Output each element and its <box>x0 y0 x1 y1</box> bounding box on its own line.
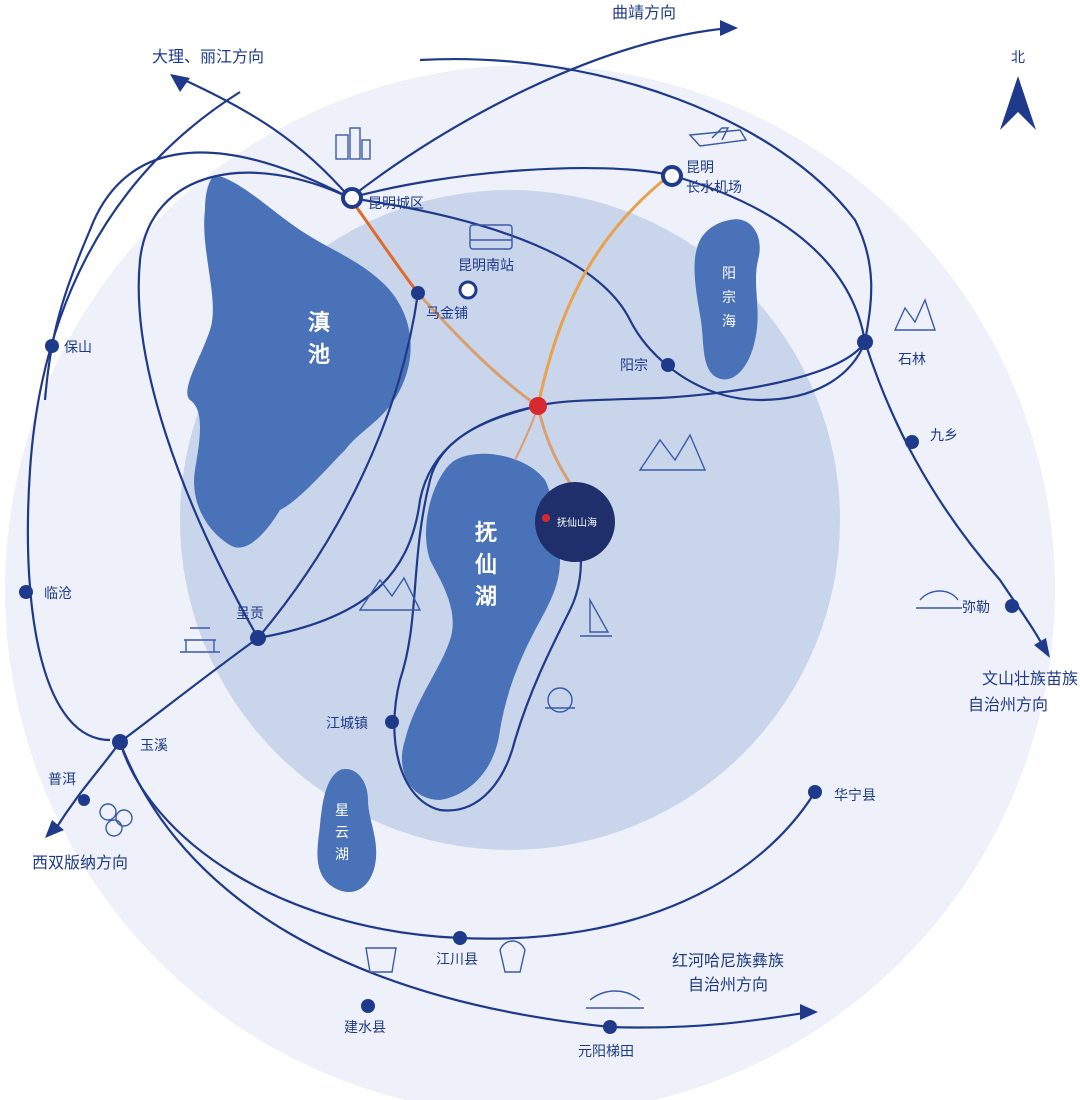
majie-hub-line <box>416 292 539 408</box>
lake-yangzonghai <box>694 219 760 380</box>
arrow-wenshan-icon <box>1034 638 1050 658</box>
lake-label-xingyunhu-3: 湖 <box>335 847 349 863</box>
hub-kunming-airport[interactable] <box>661 165 683 187</box>
label-kunming-airport-1: 昆明 <box>686 160 714 176</box>
compass: 北 <box>1000 50 1036 130</box>
hub-kunming-city[interactable] <box>341 187 363 209</box>
project-badge-pin-icon <box>542 514 550 522</box>
airport-expressway <box>536 173 671 407</box>
dot-jiuxiang <box>905 435 919 449</box>
terrace-icon <box>586 990 644 1009</box>
dot-yizong <box>661 358 675 372</box>
stop-dots <box>19 286 1019 1034</box>
label-honghe-2: 自治州方向 <box>688 975 768 994</box>
lake-label-fuxian-1: 抚 <box>475 521 497 546</box>
label-jiangchuan: 江川县 <box>436 952 478 968</box>
highway-junction <box>529 397 547 415</box>
lake-label-fuxian-2: 仙 <box>475 552 497 578</box>
karst-forest-icon <box>893 298 936 331</box>
direction-arrows <box>45 20 1050 1020</box>
label-yuanyang: 元阳梯田 <box>578 1044 634 1060</box>
mountain-scenery-icon <box>638 433 707 471</box>
lake-label-yangzonghai-1: 阳 <box>722 266 736 282</box>
label-qujing: 曲靖方向 <box>612 3 676 22</box>
dot-lincang <box>19 585 33 599</box>
lake-dianchi <box>187 175 411 548</box>
label-majie: 马金铺 <box>426 306 468 322</box>
lake-xingyunhu <box>317 769 377 893</box>
label-jianshui: 建水县 <box>344 1020 386 1036</box>
label-dali-lijiang: 大理、丽江方向 <box>152 47 264 66</box>
label-kunming-city: 昆明城区 <box>368 196 424 212</box>
label-yuxi: 玉溪 <box>140 738 168 754</box>
arrow-honghe-icon <box>800 1004 818 1020</box>
label-wenshan-1: 文山壮族苗族 <box>982 669 1078 688</box>
lake-label-dianchi-1: 滇 <box>308 311 330 336</box>
resort-icon <box>545 687 575 713</box>
fruit-icon <box>99 803 133 837</box>
pagoda-icon <box>180 627 220 653</box>
dot-mile <box>1005 599 1019 613</box>
lake-label-dianchi-2: 池 <box>308 343 330 368</box>
train-station-icon <box>469 224 513 250</box>
cup-icon <box>365 947 397 973</box>
cup-icon-2 <box>499 940 526 973</box>
sailboat-icon <box>580 597 612 637</box>
mountain-scenery-icon-2 <box>358 576 422 611</box>
label-huaning: 华宁县 <box>834 787 876 804</box>
arrow-qujing-icon <box>720 20 738 36</box>
label-chenggong: 呈贡 <box>236 606 264 622</box>
label-puer: 普洱 <box>48 772 76 788</box>
lake-label-yangzonghai-3: 海 <box>722 314 736 330</box>
dot-jiangchuan <box>453 931 467 945</box>
poi-icons <box>99 127 962 1009</box>
lake-label-xingyunhu-1: 星 <box>335 803 349 819</box>
dot-jiangcheng <box>385 715 399 729</box>
label-shilin: 石林 <box>898 352 926 368</box>
north-arrow-icon <box>1000 76 1036 130</box>
lake-fuxian <box>401 453 560 800</box>
label-yizong: 阳宗 <box>620 358 648 374</box>
dot-chenggong <box>250 630 266 646</box>
compass-label: 北 <box>1011 50 1025 66</box>
dot-majie <box>411 286 425 300</box>
lake-label-xingyunhu-2: 云 <box>335 825 349 841</box>
arrow-xishuangbanna-icon <box>45 820 64 838</box>
arrow-dali-icon <box>170 74 190 92</box>
dot-shilin <box>857 334 873 350</box>
label-jiangcheng: 江城镇 <box>326 716 368 732</box>
label-kunming-south: 昆明南站 <box>458 258 514 274</box>
label-baoshan: 保山 <box>64 340 92 356</box>
lake-label-yangzonghai-2: 宗 <box>722 290 736 306</box>
dot-yuanyang <box>603 1020 617 1034</box>
airplane-icon <box>688 127 748 147</box>
label-mile: 弥勒 <box>962 599 990 616</box>
kunming-majie-line <box>348 197 420 294</box>
label-honghe-1: 红河哈尼族彝族 <box>672 951 784 970</box>
project-badge-label: 抚仙山海 <box>557 516 597 529</box>
label-xishuangbanna: 西双版纳方向 <box>32 853 128 872</box>
label-kunming-airport-2: 长水机场 <box>686 180 742 196</box>
routes <box>26 26 1046 1029</box>
city-buildings-icon <box>335 127 371 160</box>
hub-kunming-south[interactable] <box>458 280 478 300</box>
label-jiuxiang: 九乡 <box>930 428 958 444</box>
project-badge[interactable] <box>535 482 615 562</box>
resort-icon-2 <box>916 590 962 609</box>
dot-jianshui <box>361 999 375 1013</box>
label-lincang: 临沧 <box>44 585 72 602</box>
lake-label-fuxian-3: 湖 <box>475 585 497 610</box>
label-wenshan-2: 自治州方向 <box>968 695 1048 714</box>
dot-yuxi <box>112 734 128 750</box>
dot-puer <box>78 794 90 806</box>
dot-baoshan <box>45 339 59 353</box>
dot-huaning <box>808 785 822 799</box>
